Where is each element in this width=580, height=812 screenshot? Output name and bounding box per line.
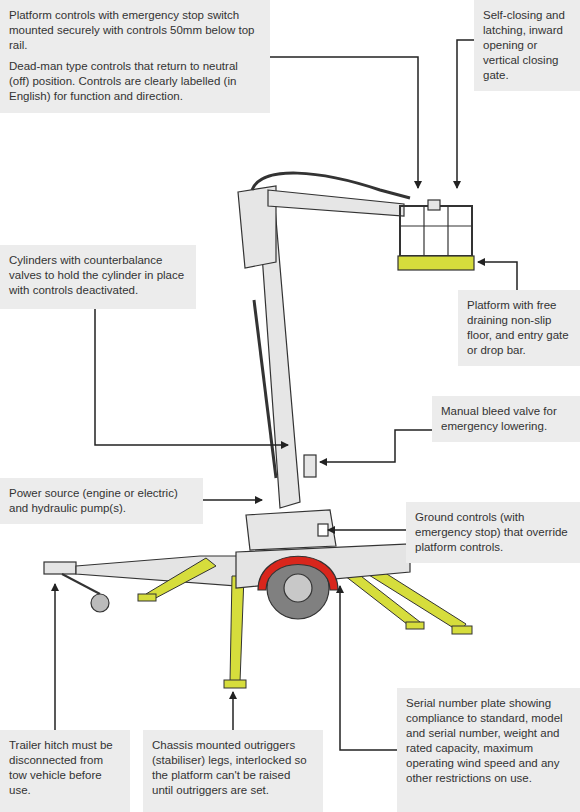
callout-text: Trailer hitch must be disconnected from … bbox=[9, 738, 121, 798]
wheel bbox=[258, 556, 338, 619]
callout-box: Ground controls (with emergency stop) th… bbox=[406, 502, 580, 563]
callout-text: Platform controls with emergency stop sw… bbox=[9, 8, 261, 53]
callout-text: Ground controls (with emergency stop) th… bbox=[415, 510, 571, 555]
callout-box: Manual bleed valve for emergency lowerin… bbox=[432, 396, 580, 442]
trailer-hitch bbox=[44, 556, 238, 612]
callout-box: Platform with free draining non-slip flo… bbox=[458, 290, 580, 366]
callout-text: Manual bleed valve for emergency lowerin… bbox=[441, 404, 571, 434]
callout-box: Trailer hitch must be disconnected from … bbox=[0, 730, 130, 812]
callout-box: Serial number plate showing compliance t… bbox=[397, 688, 580, 812]
callout-text: Dead-man type controls that return to ne… bbox=[9, 59, 261, 104]
callout-text: Chassis mounted outriggers (stabiliser) … bbox=[152, 738, 314, 798]
leader-lines bbox=[55, 40, 517, 750]
platform-basket bbox=[398, 200, 474, 270]
outrigger-legs bbox=[138, 552, 472, 688]
callout-text: Power source (engine or electric) and hy… bbox=[9, 486, 194, 516]
callout-text: Self-closing and latching, inward openin… bbox=[483, 8, 571, 83]
callout-box: Self-closing and latching, inward openin… bbox=[474, 0, 580, 91]
callout-text: Platform with free draining non-slip flo… bbox=[467, 298, 571, 358]
callout-box: Platform controls with emergency stop sw… bbox=[0, 0, 270, 113]
callout-text: Cylinders with counterbalance valves to … bbox=[9, 253, 187, 298]
callout-text: Serial number plate showing compliance t… bbox=[406, 696, 571, 786]
boom bbox=[238, 173, 410, 508]
callout-box: Power source (engine or electric) and hy… bbox=[0, 478, 203, 524]
callout-box: Cylinders with counterbalance valves to … bbox=[0, 245, 196, 309]
callout-box: Chassis mounted outriggers (stabiliser) … bbox=[143, 730, 323, 812]
